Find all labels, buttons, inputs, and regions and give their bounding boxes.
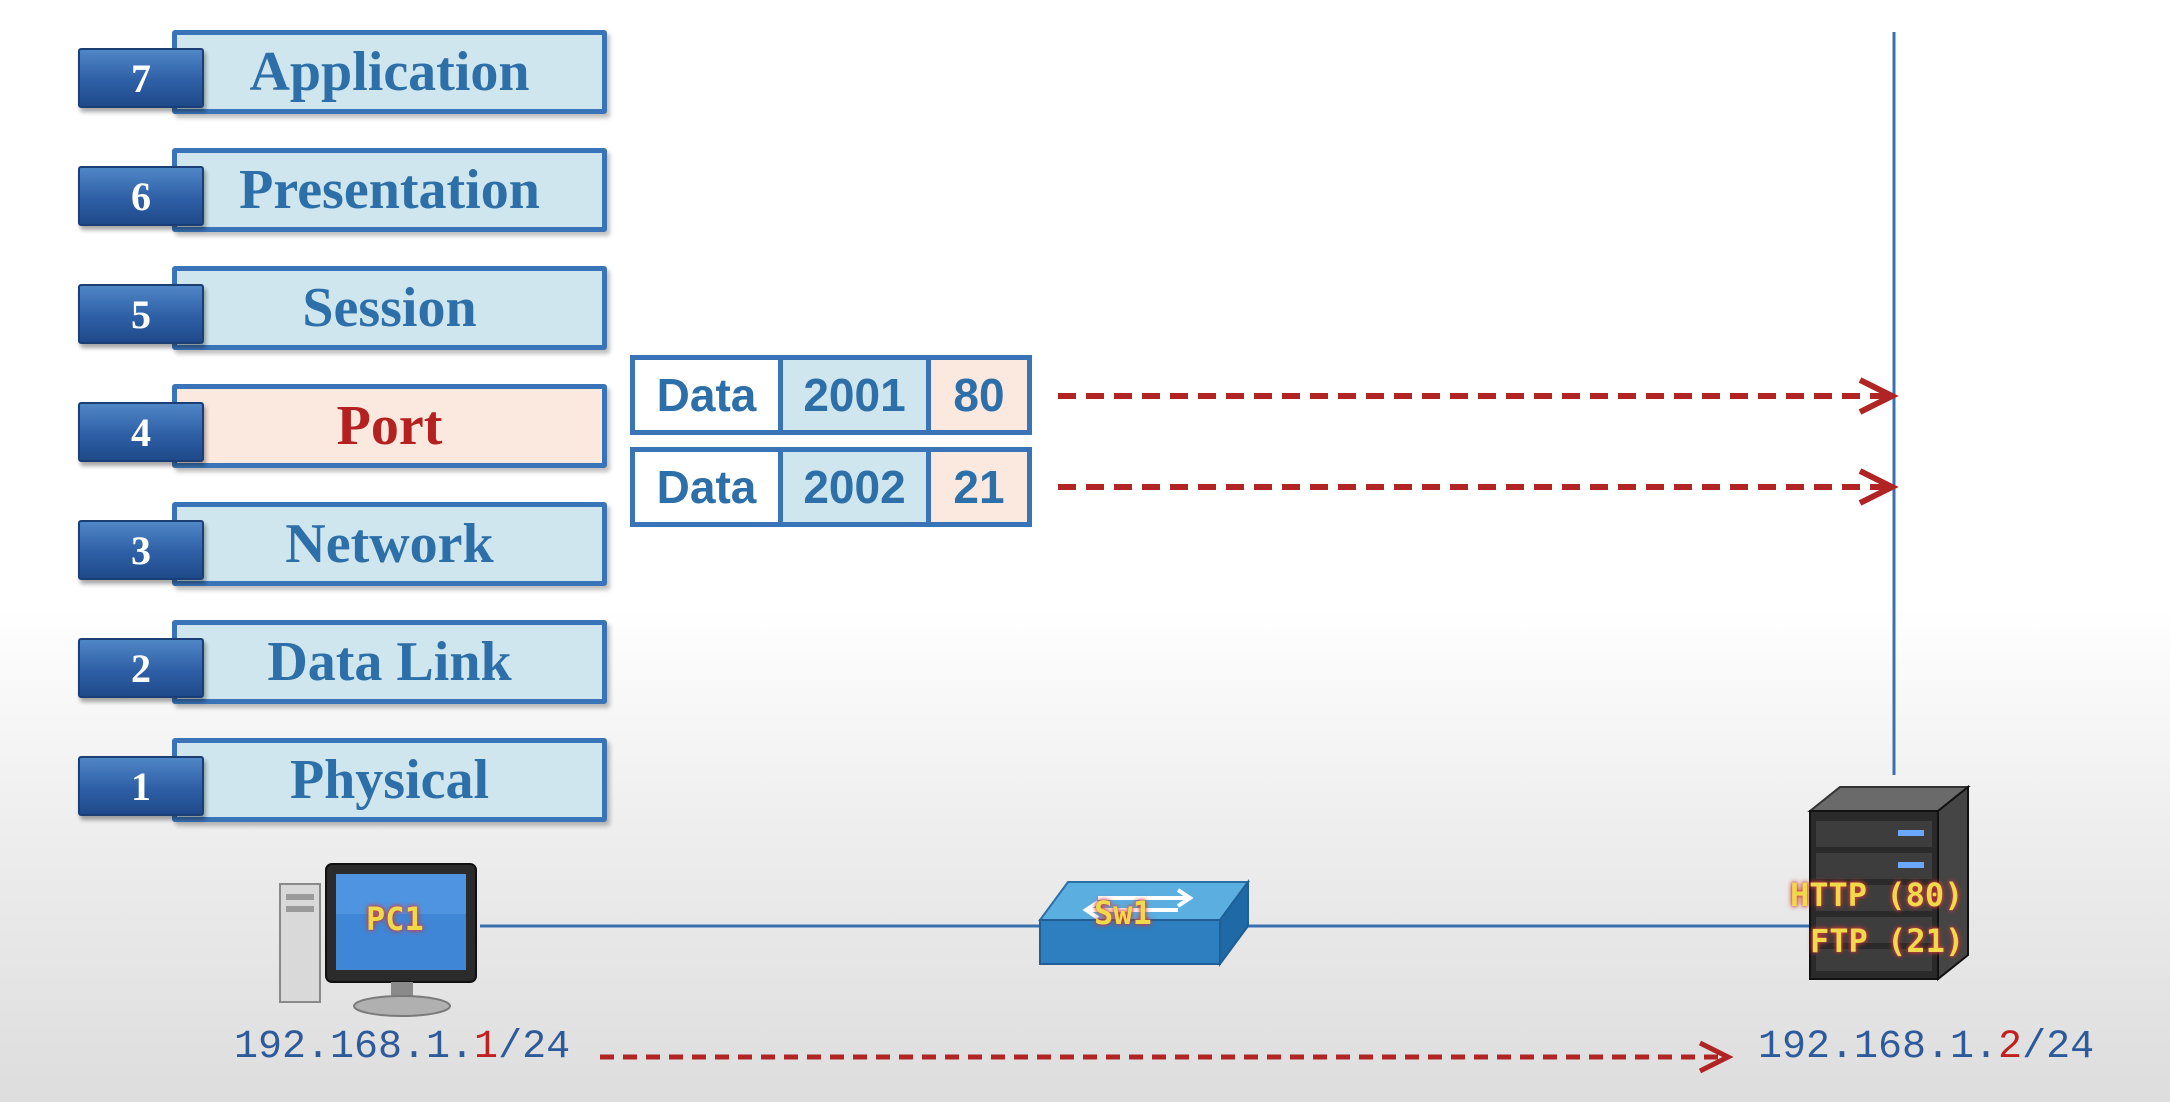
osi-layer-7: Application 7 xyxy=(78,30,613,120)
layer-name: Data Link xyxy=(172,620,607,704)
layer-number: 5 xyxy=(78,284,204,344)
ip-suffix: /24 xyxy=(2022,1025,2095,1070)
ip-prefix: 192.168.1. xyxy=(1758,1025,1999,1070)
segment-2: Data 2002 21 xyxy=(630,447,1032,527)
destination-ip-address: 192.168.1.2/24 xyxy=(1758,1025,2094,1070)
segment-source-port: 2001 xyxy=(783,360,931,430)
layer-name: Presentation xyxy=(172,148,607,232)
segment-payload: Data xyxy=(635,360,783,430)
layer-number: 7 xyxy=(78,48,204,108)
osi-layer-1: Physical 1 xyxy=(78,738,613,828)
ip-prefix: 192.168.1. xyxy=(234,1025,475,1070)
segment-arrow-2-head xyxy=(1858,468,1899,506)
pc-label: PC1 xyxy=(366,900,424,938)
osi-layer-6: Presentation 6 xyxy=(78,148,613,238)
segment-arrow-1-head xyxy=(1858,377,1899,415)
ip-suffix: /24 xyxy=(498,1025,571,1070)
layer-number: 2 xyxy=(78,638,204,698)
desktop-pc-icon xyxy=(279,863,477,1017)
segment-1: Data 2001 80 xyxy=(630,355,1032,435)
layer-name: Network xyxy=(172,502,607,586)
layer-number: 3 xyxy=(78,520,204,580)
layer-number: 6 xyxy=(78,166,204,226)
layer-number: 4 xyxy=(78,402,204,462)
switch-label: Sw1 xyxy=(1094,894,1152,932)
segment-dest-port: 21 xyxy=(931,452,1027,522)
layer-name: Port xyxy=(172,384,607,468)
layer-number: 1 xyxy=(78,756,204,816)
osi-layer-2: Data Link 2 xyxy=(78,620,613,710)
layer-name: Session xyxy=(172,266,607,350)
osi-layer-5: Session 5 xyxy=(78,266,613,356)
osi-layer-3: Network 3 xyxy=(78,502,613,592)
segment-payload: Data xyxy=(635,452,783,522)
layer-name: Physical xyxy=(172,738,607,822)
segment-dest-port: 80 xyxy=(931,360,1027,430)
segment-source-port: 2002 xyxy=(783,452,931,522)
server-service-ftp: FTP (21) xyxy=(1810,922,1965,960)
server-icon xyxy=(1807,785,1971,982)
osi-layer-4: Port 4 xyxy=(78,384,613,474)
layer-name: Application xyxy=(172,30,607,114)
ip-arrow-head xyxy=(1698,1040,1734,1074)
switch-icon xyxy=(1038,878,1250,968)
ip-host-part: 2 xyxy=(1998,1025,2023,1070)
ip-host-part: 1 xyxy=(474,1025,499,1070)
server-service-http: HTTP (80) xyxy=(1790,876,1964,914)
source-ip-address: 192.168.1.1/24 xyxy=(234,1025,570,1070)
